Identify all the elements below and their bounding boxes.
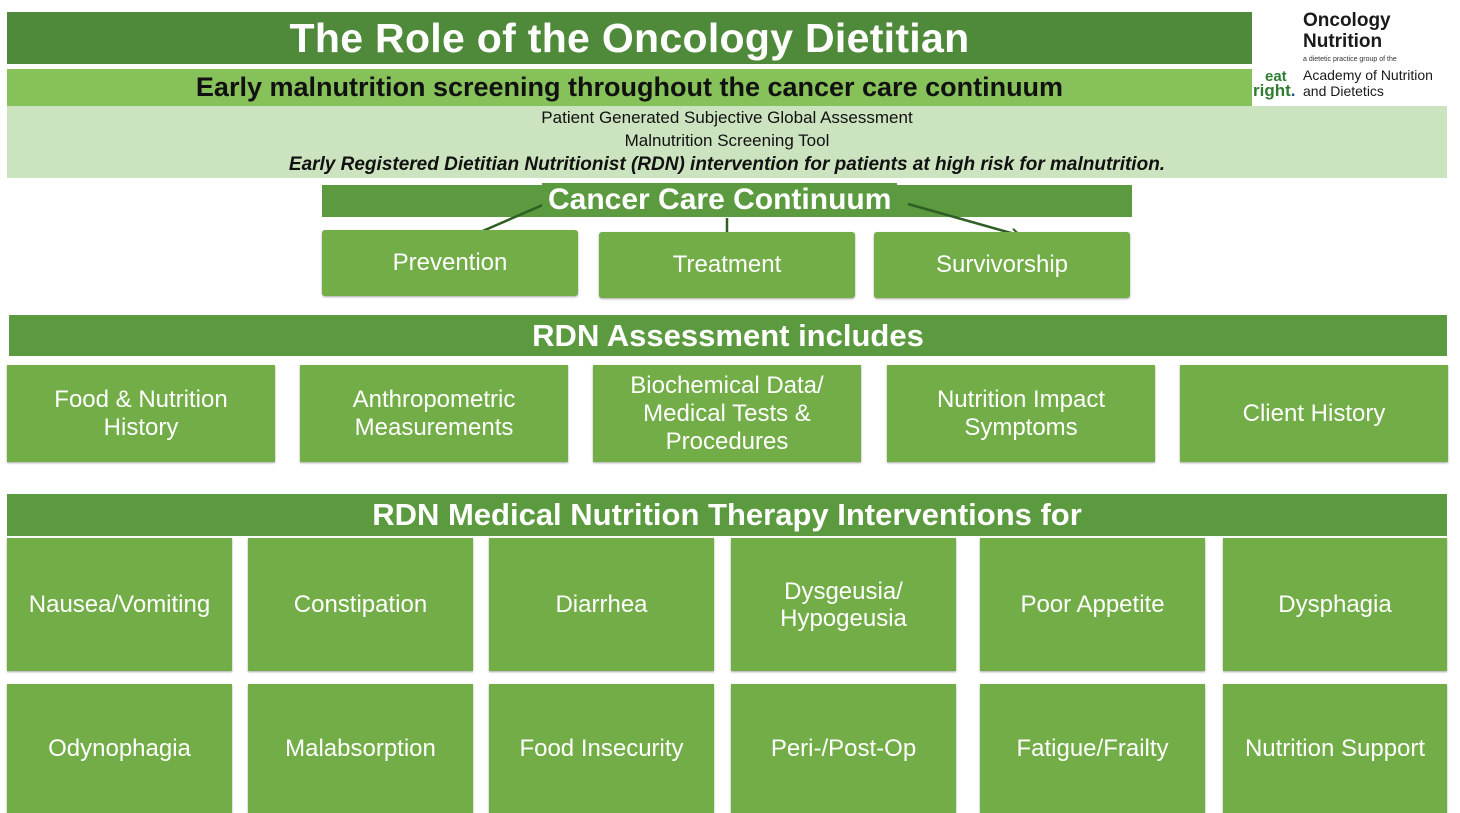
intervention-nutrition-support: Nutrition Support xyxy=(1223,684,1447,813)
intervention-food-insecurity: Food Insecurity xyxy=(489,684,714,813)
intervention-fatigue-frailty: Fatigue/Frailty xyxy=(980,684,1205,813)
intervention-label-line1: Dysgeusia/ xyxy=(784,577,903,605)
stage-prevention: Prevention xyxy=(322,230,578,296)
screening-line-pgsga: Patient Generated Subjective Global Asse… xyxy=(541,108,913,127)
assessment-biochemical-data: Biochemical Data/Medical Tests &Procedur… xyxy=(593,365,861,462)
logo-academy: Academy of Nutrition and Dietetics xyxy=(1303,67,1433,99)
logo-mark-dot: . xyxy=(1290,81,1296,100)
eatright-logo-icon: eat right. xyxy=(1253,68,1296,100)
intervention-odynophagia: Odynophagia xyxy=(7,684,232,813)
logo-title-line1: Oncology xyxy=(1303,10,1391,31)
interventions-heading: RDN Medical Nutrition Therapy Interventi… xyxy=(7,494,1447,536)
assessment-label-line1: Client History xyxy=(1242,399,1386,427)
screening-heading: Early malnutrition screening throughout … xyxy=(7,69,1252,106)
assessment-label-line2: Measurements xyxy=(354,413,514,441)
logo-mark-right: right. xyxy=(1253,81,1296,100)
intervention-nausea-vomiting: Nausea/Vomiting xyxy=(7,538,232,671)
stage-survivorship: Survivorship xyxy=(874,232,1130,298)
page-title: The Role of the Oncology Dietitian xyxy=(7,12,1252,64)
assessment-label-line2: Symptoms xyxy=(964,413,1078,441)
intervention-diarrhea: Diarrhea xyxy=(489,538,714,671)
assessment-label-line3: Procedures xyxy=(665,427,789,455)
oncology-nutrition-logo: Oncology Nutrition a dietetic practice g… xyxy=(1252,8,1452,104)
intervention-peri-post-op: Peri-/Post-Op xyxy=(731,684,956,813)
logo-tagline: a dietetic practice group of the xyxy=(1303,56,1397,63)
assessment-heading: RDN Assessment includes xyxy=(9,315,1447,356)
intervention-dysgeusia-hypogeusia: Dysgeusia/Hypogeusia xyxy=(731,538,956,671)
stage-treatment: Treatment xyxy=(599,232,855,298)
assessment-label-line2: History xyxy=(103,413,179,441)
screening-line-rdn: Early Registered Dietitian Nutritionist … xyxy=(288,154,1166,175)
intervention-malabsorption: Malabsorption xyxy=(248,684,473,813)
assessment-label-line1: Biochemical Data/ xyxy=(630,371,824,399)
intervention-poor-appetite: Poor Appetite xyxy=(980,538,1205,671)
intervention-label-line2: Hypogeusia xyxy=(780,604,907,632)
assessment-label-line1: Anthropometric xyxy=(352,385,516,413)
assessment-client-history: Client History xyxy=(1180,365,1448,462)
continuum-heading: Cancer Care Continuum xyxy=(542,183,898,217)
logo-title-line2: Nutrition xyxy=(1303,31,1383,52)
logo-academy-line1: Academy of Nutrition xyxy=(1303,67,1433,83)
logo-academy-line2: and Dietetics xyxy=(1303,83,1384,99)
logo-mark-right-text: right xyxy=(1253,81,1291,100)
logo-title: Oncology Nutrition xyxy=(1303,10,1391,52)
assessment-label-line1: Food & Nutrition xyxy=(54,385,228,413)
intervention-dysphagia: Dysphagia xyxy=(1223,538,1447,671)
assessment-label-line2: Medical Tests & xyxy=(643,399,811,427)
screening-line-mst: Malnutrition Screening Tool xyxy=(624,131,830,150)
logo-mark-eat: eat xyxy=(1265,68,1287,85)
assessment-label-line1: Nutrition Impact xyxy=(936,385,1106,413)
screening-details: Patient Generated Subjective Global Asse… xyxy=(7,106,1447,178)
intervention-constipation: Constipation xyxy=(248,538,473,671)
